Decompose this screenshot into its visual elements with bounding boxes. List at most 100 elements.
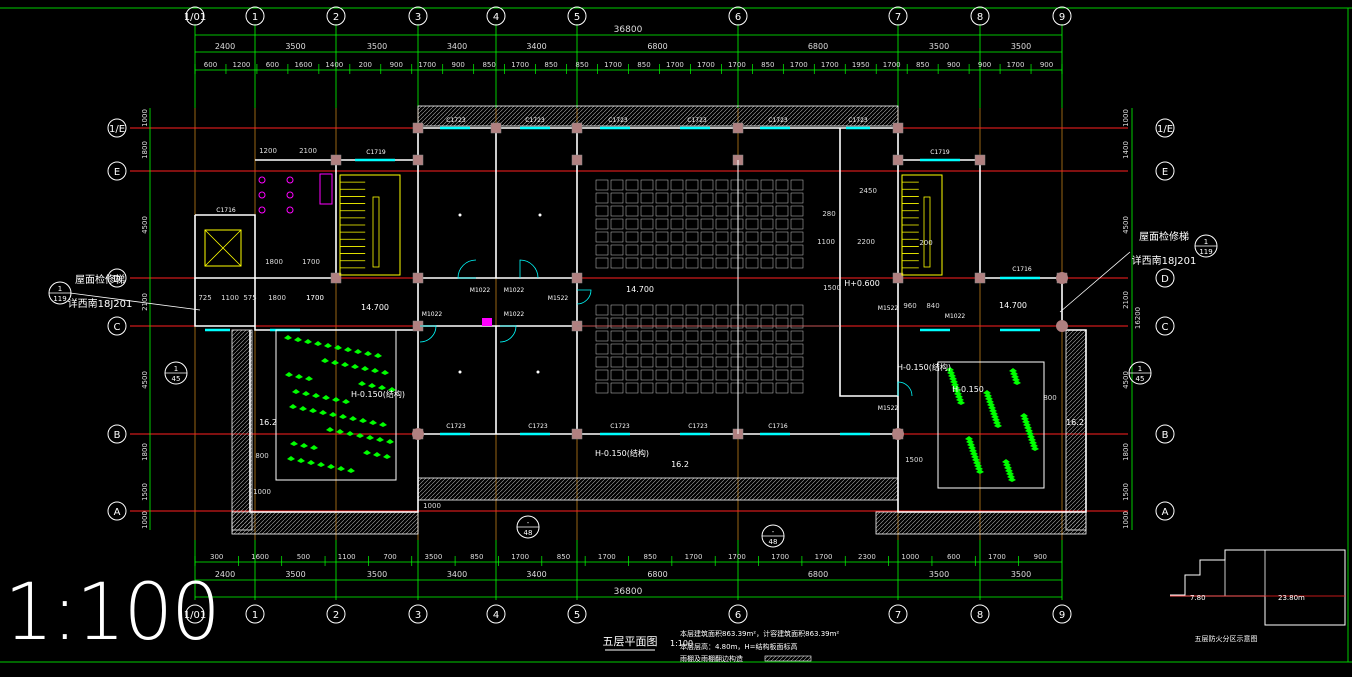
axis-bubble: [107, 316, 127, 336]
planter-mark: [366, 435, 374, 440]
seat: [610, 231, 624, 243]
toilet-fixture: [258, 176, 266, 184]
seat: [760, 257, 774, 269]
elevation-label: 14.700: [999, 301, 1027, 310]
planter-mark: [368, 383, 376, 388]
seat: [670, 369, 684, 381]
dim-value-left: 1800: [141, 443, 149, 461]
seat: [775, 330, 789, 342]
key-plan-caption: 五层防火分区示意图: [1195, 634, 1258, 643]
axis-bubble: [1155, 118, 1175, 138]
planter-mark: [332, 397, 340, 402]
seat: [715, 304, 729, 316]
scale-label: 1:100: [4, 568, 221, 658]
seat: [760, 231, 774, 243]
seat: [610, 205, 624, 217]
planter-mark: [1031, 446, 1039, 451]
column: [892, 154, 904, 166]
seat: [610, 330, 624, 342]
seat: [625, 244, 639, 256]
axis-bubble-label: C: [1162, 322, 1169, 333]
dim-value-right: 1800: [1122, 443, 1130, 461]
seat: [685, 369, 699, 381]
dim-value-top: 6800: [647, 42, 667, 51]
dim-value-bottom-detail: 3500: [425, 553, 443, 561]
seat: [790, 382, 804, 394]
seat: [700, 304, 714, 316]
planter-mark: [319, 410, 327, 415]
detail-callout-bottom: 48: [769, 538, 778, 546]
inner-dimension: 1000: [253, 488, 271, 496]
door-swing: [499, 325, 517, 343]
wall-mid-left: [254, 278, 418, 331]
wall-elevator: [194, 214, 256, 279]
seat: [595, 343, 609, 355]
seat: [700, 205, 714, 217]
seat: [595, 304, 609, 316]
axis-bubble-label: B: [1162, 430, 1169, 441]
seat: [700, 369, 714, 381]
axis-bubble: [245, 6, 265, 26]
planter-mark: [342, 399, 350, 404]
seat: [775, 218, 789, 230]
axis-bubble: [567, 604, 587, 624]
dim-value-top: 3500: [1011, 42, 1031, 51]
seat: [760, 179, 774, 191]
seat: [775, 244, 789, 256]
seat: [775, 231, 789, 243]
seat: [790, 369, 804, 381]
detail-callout-bottom: 45: [1136, 375, 1145, 383]
seat: [760, 330, 774, 342]
dim-value-top-detail: 1700: [697, 61, 715, 69]
axis-bubble-label: 2: [333, 610, 339, 621]
column: [330, 154, 342, 166]
seat: [655, 179, 669, 191]
column: [732, 122, 744, 134]
inner-dimension: 575: [243, 294, 256, 302]
inner-dimension: 1700: [306, 294, 324, 302]
seat: [715, 330, 729, 342]
seat: [790, 231, 804, 243]
planter-mark: [361, 366, 369, 371]
seat: [790, 304, 804, 316]
planter-mark: [1008, 477, 1016, 482]
axis-bubble: [567, 6, 587, 26]
detail-callout-top: 1: [174, 365, 178, 373]
seat: [625, 369, 639, 381]
seat: [760, 218, 774, 230]
planter-mark: [309, 408, 317, 413]
inner-dimension: 1800: [268, 294, 286, 302]
dim-value-top: 3400: [447, 42, 467, 51]
stair-rail: [923, 196, 931, 268]
toilet-fixture: [286, 176, 294, 184]
window-label: C1719: [930, 149, 950, 156]
column: [974, 272, 986, 284]
seat: [595, 317, 609, 329]
seat: [775, 205, 789, 217]
inner-dimension: 1200: [259, 147, 277, 155]
seat: [595, 369, 609, 381]
door-swing: [576, 289, 592, 305]
planter-mark: [336, 429, 344, 434]
hatch-legend: [764, 655, 812, 662]
column: [571, 122, 583, 134]
dim-value-top-detail: 600: [266, 61, 279, 69]
seat: [745, 231, 759, 243]
dim-value-bottom-detail: 850: [643, 553, 656, 561]
axis-bubble: [1155, 161, 1175, 181]
seat: [655, 192, 669, 204]
seat: [715, 179, 729, 191]
key-plan-outline: [1170, 549, 1346, 626]
seat: [595, 244, 609, 256]
seat: [745, 257, 759, 269]
seat: [670, 257, 684, 269]
seat: [790, 317, 804, 329]
planter-mark: [356, 433, 364, 438]
wall-stair-box: [194, 278, 255, 327]
seat: [775, 179, 789, 191]
detail-callout-bottom: 48: [524, 529, 533, 537]
axis-bubble-label: 6: [735, 12, 741, 23]
seat: [625, 218, 639, 230]
axis-bubble: [408, 6, 428, 26]
